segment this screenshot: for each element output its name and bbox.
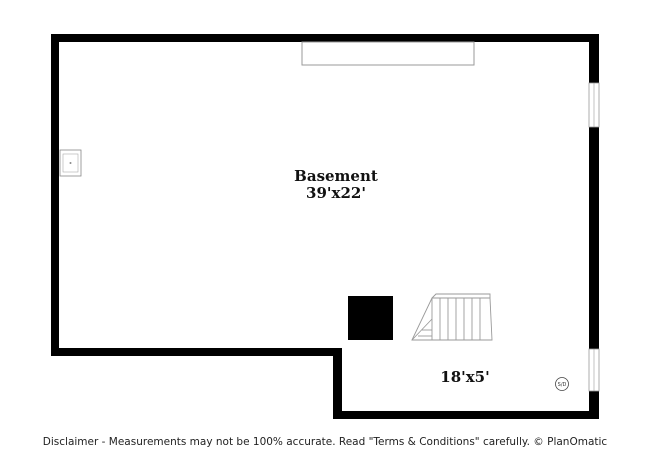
exterior-wall bbox=[51, 34, 599, 419]
column-block bbox=[348, 296, 393, 340]
room-dimensions-basement: 39'x22' bbox=[306, 184, 366, 202]
staircase-icon bbox=[411, 293, 493, 341]
disclaimer-text: Disclaimer - Measurements may not be 100… bbox=[42, 436, 608, 448]
room-dimensions-alcove: 18'x5' bbox=[440, 368, 489, 386]
sink-icon bbox=[59, 149, 82, 177]
smoke-detector-icon: S/D bbox=[555, 377, 569, 391]
top-window bbox=[301, 41, 475, 66]
room-name-basement: Basement bbox=[294, 167, 378, 185]
right-window-upper bbox=[588, 82, 600, 128]
smoke-detector-label: S/D bbox=[558, 382, 567, 388]
right-window-lower bbox=[588, 348, 600, 392]
